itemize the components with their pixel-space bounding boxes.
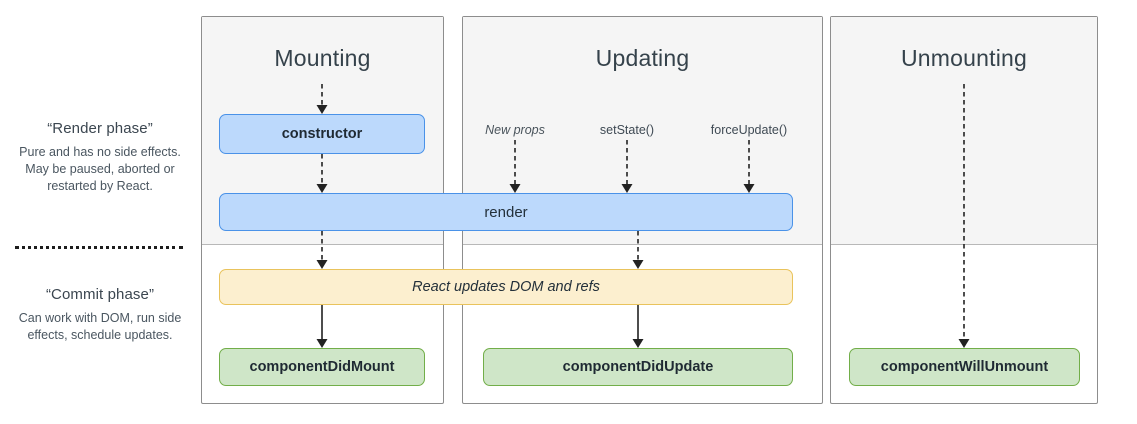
lifecycle-box-react-updates-dom-refs[interactable]: React updates DOM and refs bbox=[219, 269, 793, 305]
panel-mounting-title: Mounting bbox=[274, 45, 371, 71]
panel-unmounting-title: Unmounting bbox=[900, 45, 1028, 71]
lifecycle-box-component-did-mount[interactable]: componentDidMount bbox=[219, 348, 425, 386]
phase-divider-dotted-line bbox=[15, 246, 183, 249]
lifecycle-box-component-did-update[interactable]: componentDidUpdate bbox=[483, 348, 793, 386]
legend-render-phase-title: “Render phase” bbox=[47, 120, 153, 137]
trigger-label-set-state: setState() bbox=[599, 123, 655, 137]
lifecycle-box-constructor[interactable]: constructor bbox=[219, 114, 425, 154]
trigger-label-new-props: New props bbox=[485, 123, 545, 137]
lifecycle-box-render[interactable]: render bbox=[219, 193, 793, 231]
trigger-label-force-update: forceUpdate() bbox=[710, 123, 788, 137]
legend-render-phase-body: Pure and has no side effects. May be pau… bbox=[19, 145, 181, 193]
legend-render-phase: “Render phase” Pure and has no side effe… bbox=[10, 120, 190, 195]
legend-commit-phase-body: Can work with DOM, run side effects, sch… bbox=[18, 311, 182, 342]
legend-commit-phase-title: “Commit phase” bbox=[45, 286, 155, 303]
panel-updating-title: Updating bbox=[595, 45, 690, 71]
lifecycle-box-component-will-unmount[interactable]: componentWillUnmount bbox=[849, 348, 1080, 386]
legend-commit-phase: “Commit phase” Can work with DOM, run si… bbox=[10, 286, 190, 344]
